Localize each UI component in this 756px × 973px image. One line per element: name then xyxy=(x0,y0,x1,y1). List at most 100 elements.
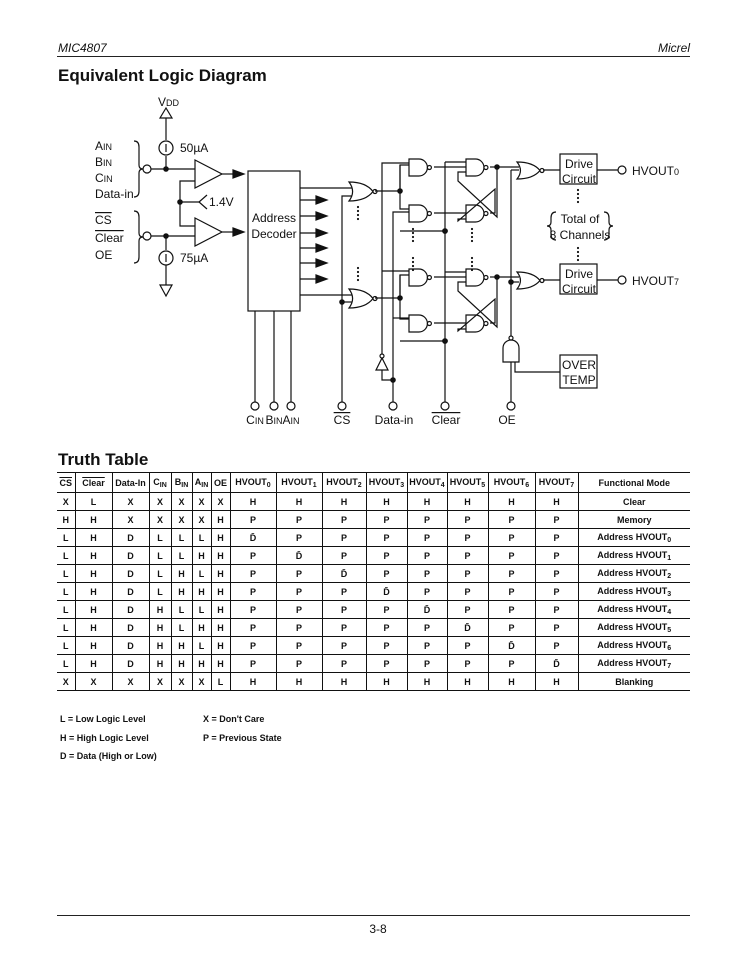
table-cell: D̄ xyxy=(534,654,579,673)
column-header-text: HVOUT xyxy=(409,476,441,487)
wire xyxy=(399,164,409,191)
functional-mode-cell: Address HVOUT4 xyxy=(577,600,690,619)
functional-mode-text: Address HVOUT xyxy=(597,657,668,668)
table-cell: H xyxy=(74,564,113,583)
ellipsis-dot xyxy=(576,258,580,262)
table-cell: P xyxy=(406,654,448,673)
input-label: AIN xyxy=(95,139,112,153)
table-cell: H xyxy=(321,672,367,691)
arrow-head xyxy=(315,274,329,284)
ellipsis-dot xyxy=(411,260,415,264)
functional-mode-text: Address HVOUT xyxy=(597,585,668,596)
column-header: AIN xyxy=(191,472,212,493)
table-cell: P xyxy=(365,546,408,565)
datain-inverted-line xyxy=(381,162,409,356)
functional-mode-text: Address HVOUT xyxy=(597,549,668,560)
table-cell: X xyxy=(111,672,150,691)
pin-circle xyxy=(388,401,398,411)
functional-mode-subscript: 0 xyxy=(667,536,672,544)
table-cell: L xyxy=(57,618,76,637)
table-cell: H xyxy=(74,636,113,655)
table-cell: P xyxy=(534,600,579,619)
ellipsis-dot xyxy=(356,266,360,270)
column-header: HVOUT6 xyxy=(487,472,536,493)
input-label-1: Clear xyxy=(95,231,124,245)
or-gate-ch7 xyxy=(347,288,374,309)
pin-circle xyxy=(440,401,450,411)
column-header: HVOUT2 xyxy=(321,472,367,493)
column-header-subscript: 5 xyxy=(481,481,486,489)
channels-note-2: 8 Channels xyxy=(550,228,611,242)
table-cell: P xyxy=(534,528,579,547)
pin-label-sub: IN xyxy=(291,416,300,426)
functional-mode-text: Address HVOUT xyxy=(597,621,668,632)
table-cell: X xyxy=(111,492,150,511)
note-high: H = High Logic Level xyxy=(60,733,149,743)
ellipsis-dot xyxy=(411,256,415,260)
arrow-head xyxy=(232,169,246,179)
note-previous: P = Previous State xyxy=(203,733,282,743)
table-cell: L xyxy=(170,546,193,565)
ellipsis-dot xyxy=(356,217,360,221)
table-cell: H xyxy=(191,618,212,637)
table-cell: X xyxy=(191,510,212,529)
inversion-bubble xyxy=(426,320,432,327)
functional-mode-text: Address HVOUT xyxy=(597,531,668,542)
current-50ua-label: 50µA xyxy=(180,141,208,155)
column-header-subscript: 1 xyxy=(312,481,317,489)
table-cell: P xyxy=(275,582,323,601)
table-cell: D xyxy=(111,582,150,601)
latch-nand-ch7b xyxy=(465,314,485,333)
table-cell: L xyxy=(148,582,172,601)
column-header-text: HVOUT xyxy=(368,476,401,487)
column-header: CIN xyxy=(148,472,172,493)
note-low: L = Low Logic Level xyxy=(60,714,146,724)
table-cell: L xyxy=(170,600,193,619)
hvout7-label: HVOUT7 xyxy=(632,274,679,288)
table-cell: H xyxy=(210,654,231,673)
table-cell: D xyxy=(111,564,150,583)
wire xyxy=(399,165,409,210)
table-cell: H xyxy=(365,672,408,691)
table-cell: P xyxy=(446,654,489,673)
functional-mode-cell: Address HVOUT0 xyxy=(577,528,690,547)
functional-mode-text: Address HVOUT xyxy=(597,567,668,578)
latch-cross xyxy=(457,297,496,333)
table-cell: L xyxy=(74,492,113,511)
pin-circle xyxy=(269,401,279,411)
column-header-text: B xyxy=(174,476,182,487)
table-cell: H xyxy=(148,654,172,673)
ellipsis-dot xyxy=(411,235,415,239)
table-cell: L xyxy=(191,528,212,547)
table-cell: X xyxy=(191,492,212,511)
arrow-head xyxy=(315,211,329,221)
table-cell: H xyxy=(534,492,579,511)
pin-label-sub: IN xyxy=(255,416,264,426)
functional-mode-subscript: 5 xyxy=(667,626,672,634)
table-cell: L xyxy=(191,564,212,583)
table-cell: L xyxy=(191,600,212,619)
table-cell: P xyxy=(275,564,323,583)
input-nand-ch0b xyxy=(408,204,428,223)
brace xyxy=(133,140,144,198)
ellipsis-dot xyxy=(356,213,360,217)
functional-mode-subscript: 7 xyxy=(667,662,672,670)
table-cell: P xyxy=(534,582,579,601)
table-cell: L xyxy=(57,546,76,565)
column-header-text: HVOUT xyxy=(538,476,571,487)
hvout0-label: HVOUT0 xyxy=(632,164,679,178)
functional-mode-cell: Address HVOUT2 xyxy=(577,564,690,583)
pin-clear-label: Clear xyxy=(432,413,461,427)
arrow-head xyxy=(232,227,246,237)
pin-label: BIN xyxy=(265,413,282,427)
input-label-main: A xyxy=(95,139,103,153)
table-cell: P xyxy=(365,510,408,529)
table-cell: D̄ xyxy=(275,546,323,565)
functional-mode-subscript: 6 xyxy=(667,644,672,652)
table-cell: H xyxy=(210,510,231,529)
table-cell: L xyxy=(57,654,76,673)
table-cell: H xyxy=(210,546,231,565)
table-cell: H xyxy=(210,636,231,655)
table-cell: P xyxy=(534,564,579,583)
